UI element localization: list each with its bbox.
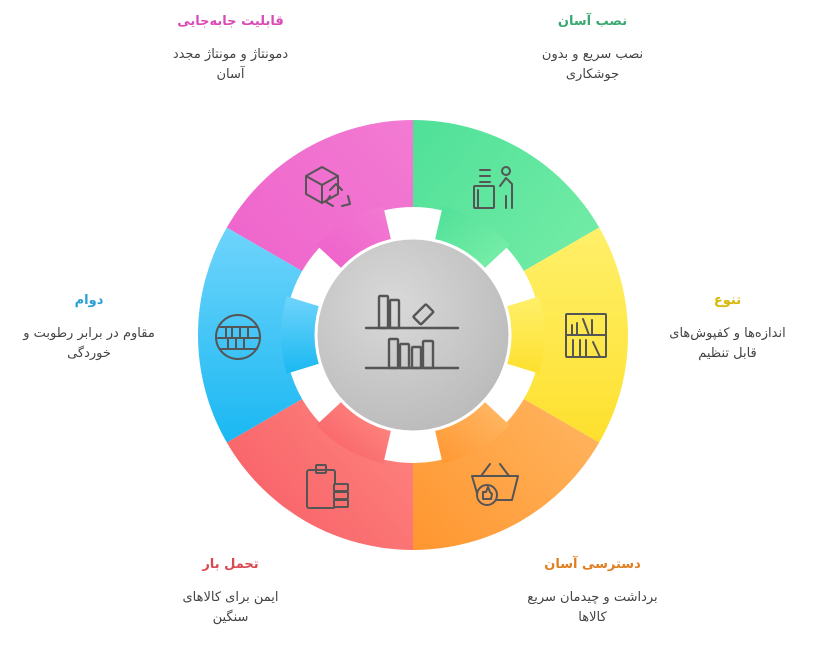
label-title: دسترسی آسان bbox=[544, 557, 641, 572]
basket-thumb-icon bbox=[471, 463, 519, 506]
ring-tooth-durability bbox=[281, 296, 320, 374]
hub-circle bbox=[314, 236, 512, 434]
shelf-circle-icon bbox=[215, 314, 261, 360]
ring-tooth-variety bbox=[506, 296, 545, 374]
label-description: سنگین bbox=[212, 610, 249, 625]
label-title: قابلیت جابه‌جایی bbox=[177, 14, 284, 29]
label-easy-install: نصب آسان نصب سریع و بدون جوشکاری bbox=[505, 14, 680, 85]
label-title: تحمل بار bbox=[202, 557, 259, 572]
label-description: کالاها bbox=[578, 610, 607, 625]
bookshelf-icon bbox=[364, 294, 460, 370]
label-durability: دوام مقاوم در برابر رطوبت و خوردگی bbox=[0, 293, 178, 364]
label-description: دمونتاژ و مونتاژ مجدد bbox=[172, 47, 289, 62]
desk-person-icon bbox=[473, 166, 513, 209]
shelf-books-icon bbox=[565, 313, 607, 358]
label-description: قابل تنظیم bbox=[698, 346, 757, 361]
label-title: تنوع bbox=[713, 293, 742, 308]
label-description: ایمن برای کالاهای bbox=[182, 590, 279, 605]
label-variety: تنوع اندازه‌ها و کفپوش‌های قابل تنظیم bbox=[640, 293, 813, 364]
label-description: جوشکاری bbox=[565, 67, 620, 82]
clipboard-stack-icon bbox=[306, 464, 349, 509]
ring-tooth-portability bbox=[316, 206, 391, 269]
label-description: آسان bbox=[216, 67, 245, 82]
label-description: اندازه‌ها و کفپوش‌های bbox=[669, 326, 786, 341]
label-portability: قابلیت جابه‌جایی دمونتاژ و مونتاژ مجدد آ… bbox=[143, 14, 318, 85]
label-description: خوردگی bbox=[67, 346, 111, 361]
label-description: برداشت و چیدمان سریع bbox=[527, 590, 658, 605]
ring-tooth-load-bearing bbox=[316, 401, 391, 464]
label-easy-access: دسترسی آسان برداشت و چیدمان سریع کالاها bbox=[505, 557, 680, 628]
box-recycle-icon bbox=[305, 166, 351, 207]
label-description: نصب سریع و بدون bbox=[541, 47, 644, 62]
ring-tooth-easy-access bbox=[435, 401, 510, 464]
label-description: مقاوم در برابر رطوبت و bbox=[23, 326, 155, 341]
label-title: دوام bbox=[74, 293, 104, 308]
label-load-bearing: تحمل بار ایمن برای کالاهای سنگین bbox=[143, 557, 318, 628]
label-title: نصب آسان bbox=[557, 14, 628, 29]
ring-tooth-easy-install bbox=[435, 206, 510, 269]
